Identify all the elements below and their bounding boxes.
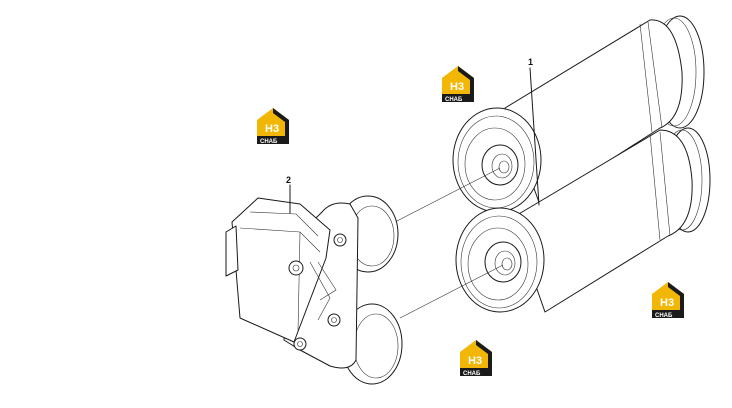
svg-text:H3: H3 (450, 81, 464, 93)
watermark-logo: H3 CHAБ (652, 282, 684, 319)
assembly-lines (394, 167, 504, 319)
svg-text:H3: H3 (265, 123, 279, 135)
watermark-logo: H3 CHAБ (442, 66, 474, 103)
svg-text:CHAБ: CHAБ (463, 371, 481, 377)
svg-text:H3: H3 (660, 297, 674, 309)
svg-text:H3: H3 (468, 355, 482, 367)
svg-text:CHAБ: CHAБ (260, 139, 278, 145)
filter-bracket (225, 195, 403, 385)
filter-canister-lower (455, 127, 711, 313)
callout-label-2: 2 (286, 175, 291, 185)
callout-label-1: 1 (528, 57, 533, 67)
watermark-logo: H3 CHAБ (257, 108, 289, 145)
svg-text:CHAБ: CHAБ (445, 97, 463, 103)
svg-text:CHAБ: CHAБ (655, 313, 673, 319)
callout-1: 1 (528, 57, 540, 206)
callout-2: 2 (286, 175, 291, 214)
watermark-logo: H3 CHAБ (460, 340, 492, 377)
